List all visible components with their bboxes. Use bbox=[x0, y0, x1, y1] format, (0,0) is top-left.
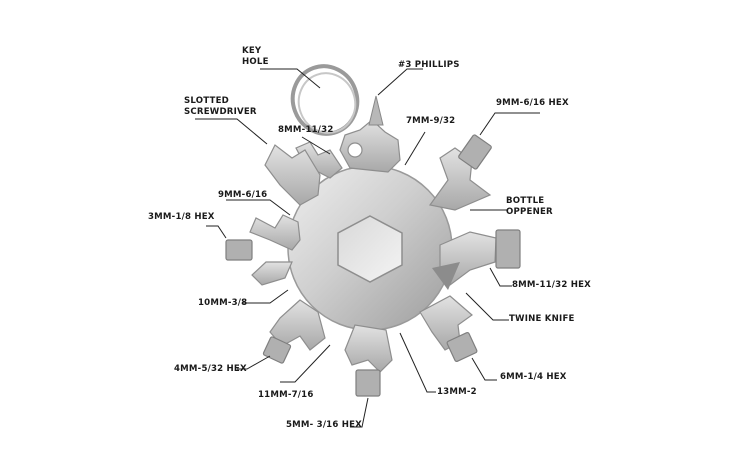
leader-4mm-hex bbox=[237, 355, 271, 370]
label-5mm-3-16-hex: 5MM- 3/16 HEX bbox=[286, 420, 362, 430]
leader-lines bbox=[195, 68, 540, 428]
label-9mm-6-16-hex: 9MM-6/16 HEX bbox=[496, 98, 569, 108]
leader-7mm-9-32 bbox=[404, 131, 426, 166]
label-11mm-7-16: 11MM-7/16 bbox=[258, 390, 314, 400]
leader-8mm-11-32 bbox=[301, 136, 331, 155]
leader-twine-knife bbox=[465, 292, 509, 321]
leader-9mm-hex bbox=[479, 112, 540, 136]
label-7mm-9-32: 7MM-9/32 bbox=[406, 116, 456, 126]
leader-13mm bbox=[399, 332, 436, 393]
leader-key-hole bbox=[260, 68, 321, 89]
leader-slotted bbox=[195, 118, 268, 145]
label-6mm-1-4-hex: 6MM-1/4 HEX bbox=[500, 372, 567, 382]
label-key-hole: KEY HOLE bbox=[242, 46, 269, 67]
snowflake-tool-body bbox=[225, 95, 521, 397]
leader-3mm-hex bbox=[206, 225, 227, 239]
leader-6mm-hex bbox=[471, 357, 497, 381]
label-4mm-5-32-hex: 4MM-5/32 HEX bbox=[174, 364, 247, 374]
label-twine-knife: TWINE KNIFE bbox=[509, 314, 575, 324]
leader-10mm bbox=[242, 289, 289, 304]
label-phillips: #3 PHILLIPS bbox=[398, 60, 460, 70]
leader-phillips bbox=[377, 68, 423, 96]
label-13mm-2: 13MM-2 bbox=[437, 387, 477, 397]
leader-5mm-hex bbox=[350, 397, 369, 428]
label-8mm-11-32-hex: 8MM-11/32 HEX bbox=[512, 280, 591, 290]
label-3mm-1-8-hex: 3MM-1/8 HEX bbox=[148, 212, 215, 222]
label-10mm-3-8: 10MM-3/8 bbox=[198, 298, 248, 308]
leader-11mm bbox=[280, 344, 331, 383]
label-slotted-screwdriver: SLOTTED SCREWDRIVER bbox=[184, 96, 257, 117]
label-9mm-6-16: 9MM-6/16 bbox=[218, 190, 268, 200]
leader-8mm-hex bbox=[489, 267, 512, 287]
key-ring bbox=[290, 64, 360, 136]
label-8mm-11-32: 8MM-11/32 bbox=[278, 125, 334, 135]
leader-9mm-6-16 bbox=[226, 199, 291, 216]
label-bottle-opener: BOTTLE OPPENER bbox=[506, 196, 553, 217]
